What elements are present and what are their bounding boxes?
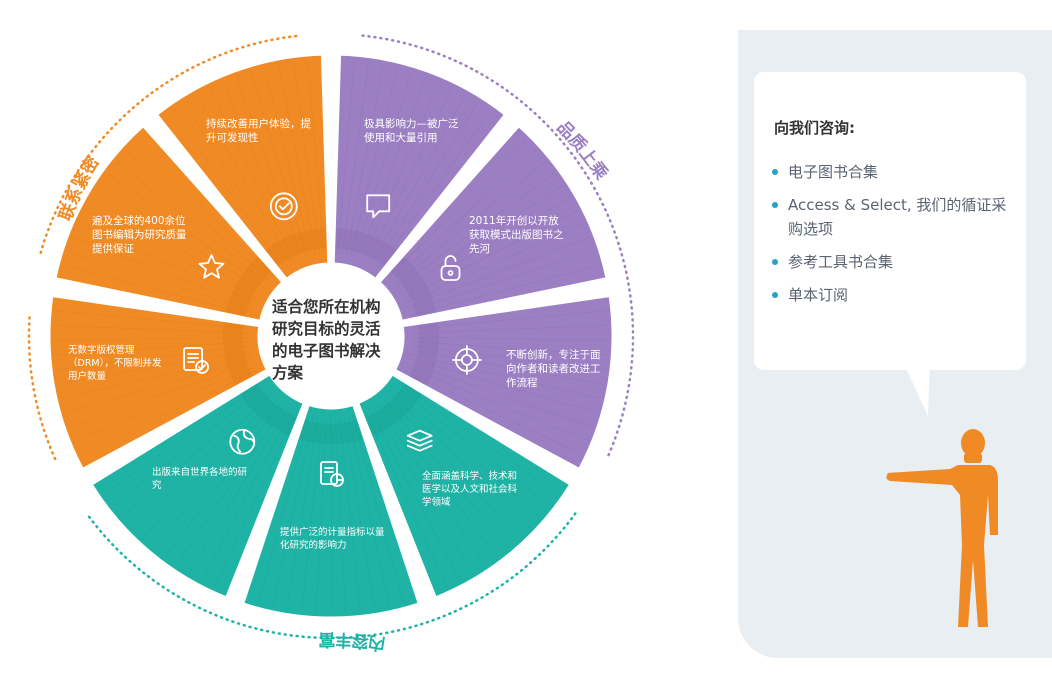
segment-text-ux: 持续改善用户体验，提升可发现性: [206, 118, 311, 144]
wheel-segment-metrics: [241, 402, 421, 620]
list-item-label: Access & Select, 我们的循证采购选项: [788, 196, 1007, 238]
contact-list: 电子图书合集 Access & Select, 我们的循证采购选项 参考工具书合…: [772, 160, 1012, 316]
dotted-ring-arc: [361, 34, 635, 461]
stacked-books-icon: [406, 429, 433, 452]
globe-icon: [229, 428, 256, 455]
wheel-segment-open-access: [377, 124, 609, 323]
list-item-label: 参考工具书合集: [788, 253, 894, 271]
dotted-ring-arc: [27, 313, 57, 461]
report-chart-icon: [320, 461, 344, 487]
wheel-segment-impact: [331, 52, 508, 281]
segment-text-drm: 无数字版权管理（DRM），不限制并发用户数量: [68, 345, 162, 382]
solution-wheel: 联系紧密 品质上乘 内容丰富: [27, 34, 635, 655]
badge-check-icon: [269, 192, 298, 221]
star-icon: [198, 254, 225, 279]
list-item[interactable]: 单本订阅: [772, 283, 1012, 307]
segment-text-impact: 极具影响力—被广泛使用和大量引用: [364, 118, 459, 144]
wheel-segment-editors: [53, 124, 285, 323]
document-check-icon: [183, 347, 209, 374]
segment-text-global: 出版来自世界各地的研究: [152, 467, 248, 491]
target-icon: [452, 345, 482, 375]
contact-title: 向我们咨询:: [774, 119, 855, 137]
open-lock-icon: [440, 255, 461, 281]
segment-text-open-access: 2011年开创以开放获取模式出版图书之先河: [469, 215, 564, 255]
dotted-ring-arc: [85, 512, 577, 640]
list-item-label: 单本订阅: [788, 286, 849, 304]
presenter-figure-icon: [886, 429, 998, 627]
bullet-icon: [772, 259, 778, 265]
segment-text-innovation: 不断创新，专注于面向作者和读者改进工作流程: [506, 349, 601, 389]
contact-card: [754, 72, 1026, 370]
wheel-segment-coverage: [356, 372, 573, 600]
center-title: 适合您所在机构研究目标的灵活的电子图书解决方案: [272, 298, 381, 382]
wheel-segment-innovation: [392, 294, 615, 471]
bullet-icon: [772, 202, 778, 208]
dotted-ring-arc: [39, 34, 301, 255]
list-item-label: 电子图书合集: [788, 163, 879, 181]
wheel-segment-ux: [154, 52, 331, 281]
wheel-segment-drm: [47, 294, 270, 471]
bullet-icon: [772, 292, 778, 298]
speech-bubble-icon: [366, 194, 391, 219]
segment-text-editors: 遍及全球的400余位图书编辑为研究质量提供保证: [92, 215, 187, 255]
segment-text-metrics: 提供广泛的计量指标以量化研究的影响力: [280, 527, 385, 551]
speech-bubble-tail: [902, 360, 930, 416]
list-item[interactable]: Access & Select, 我们的循证采购选项: [772, 193, 1012, 241]
list-item[interactable]: 电子图书合集: [772, 160, 1012, 184]
segment-text-coverage: 全面涵盖科学、技术和医学以及人文和社会科学领域: [422, 471, 518, 508]
wheel-segment-global: [89, 372, 306, 600]
bullet-icon: [772, 169, 778, 175]
list-item[interactable]: 参考工具书合集: [772, 250, 1012, 274]
category-label-content: 内容丰富: [318, 629, 387, 655]
